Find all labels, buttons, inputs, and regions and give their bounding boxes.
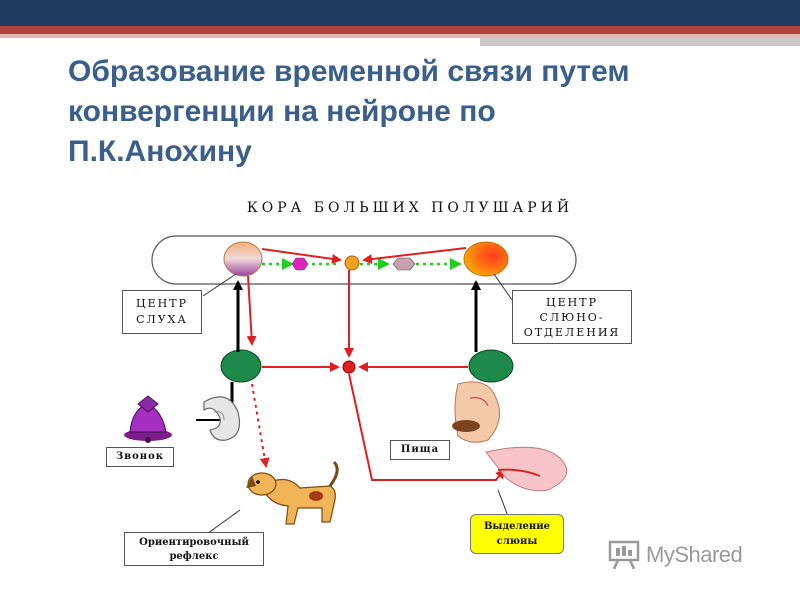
salivation-center-neuron (463, 241, 509, 277)
label-line: Выделение (483, 521, 550, 532)
magenta-hexagon (291, 257, 309, 271)
red-arrow-sal-to-cortex (362, 247, 467, 265)
red-arrow-hear-to-cortex (261, 248, 342, 264)
cortex-label: КОРА БОЛЬШИХ ПОЛУШАРИЙ (246, 200, 574, 216)
mouth-icon (452, 381, 501, 443)
salivation-center-label: ЦЕНТР СЛЮНО- ОТДЕЛЕНИЯ (512, 290, 632, 344)
label-line: ОТДЕЛЕНИЯ (523, 326, 621, 339)
label-line: Ориентировочный (139, 537, 249, 548)
label-line: слюны (496, 536, 538, 547)
label-line: ЦЕНТР (546, 296, 598, 309)
header-stripe-pink (0, 34, 800, 38)
label-line: ЦЕНТР (136, 297, 188, 310)
saliva-secretion-label: Выделение слюны (470, 514, 564, 554)
label-line: СЛУХА (136, 313, 188, 326)
presentation-board-icon (608, 540, 640, 570)
hearing-center-label: ЦЕНТР СЛУХА (122, 290, 202, 334)
red-arrow-to-salivation (348, 373, 506, 481)
bell-label: Звонок (106, 447, 174, 467)
title-line: конвергенции на нейроне по (68, 95, 496, 128)
header-stripe-gray (480, 38, 800, 46)
pointer-hearing (202, 273, 237, 297)
orienting-reflex-label: Ориентировочный рефлекс (124, 532, 264, 566)
header-bar (0, 0, 800, 26)
gray-hexagon (392, 257, 416, 271)
label-line: СЛЮНО- (539, 311, 605, 324)
label-line: рефлекс (169, 551, 219, 562)
title-line: П.К.Анохину (68, 135, 252, 168)
ear-icon (203, 396, 241, 441)
slide-title: Образование временной связи путем конвер… (68, 52, 768, 172)
left-subcortical-neuron (220, 349, 262, 383)
brand-name: MyShared (646, 542, 743, 567)
red-arrow-hearing-down (246, 275, 257, 346)
title-line: Образование временной связи путем (68, 55, 630, 88)
cortex-convergence-neuron (344, 255, 360, 271)
pointer-salivation (493, 273, 513, 301)
hearing-center-neuron (223, 241, 263, 277)
dotted-red-arrow-orienting (251, 383, 270, 468)
header-stripe-red (0, 26, 800, 34)
salivary-gland-icon (485, 446, 568, 492)
pointer-saliva (497, 489, 509, 517)
bell-icon (124, 395, 172, 443)
pointer-reflex (203, 509, 241, 537)
food-label: Пища (390, 440, 450, 460)
right-subcortical-neuron (468, 349, 514, 383)
subcortical-convergence-neuron (342, 360, 356, 374)
myshared-logo: MyShared (608, 540, 778, 570)
dog-icon (246, 460, 339, 525)
